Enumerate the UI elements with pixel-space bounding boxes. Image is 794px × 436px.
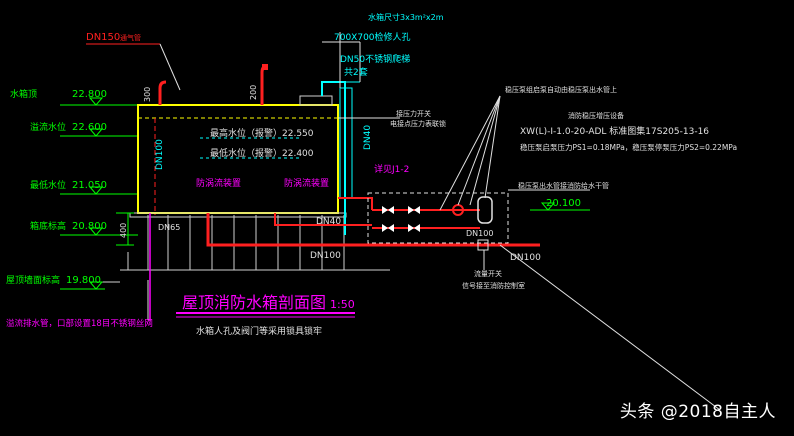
label-ladder: DN50不锈钢爬梯 [340,53,410,65]
label-min-level: 最低水位（报警）22.400 [210,147,314,159]
pump-group-box [367,192,509,244]
return-pipe [338,197,373,210]
label-lowest: 最低水位 [30,179,66,191]
label-anti-vortex-left: 防涡流装置 [196,177,241,189]
tank-body [137,104,339,214]
outlet-pipe-dn100 [206,213,540,247]
drawing-scale: 1:50 [330,298,355,311]
leader-lines [147,32,721,411]
pump-valves [382,206,420,232]
label-top-note: 水箱尺寸3x3m²x2m [368,12,444,22]
drawing-subtitle: 水箱人孔及阀门等采用锁具锁牢 [196,325,322,337]
label-base-elev: 20.800 [72,221,107,232]
label-anti-vortex-right: 防涡流装置 [284,177,329,189]
label-spec-model: XW(L)-I-1.0-20-ADL 标准图集17S205-13-16 [520,125,709,137]
label-tank-top: 水箱顶 [10,88,37,100]
label-overflow: 溢流水位 [30,121,66,133]
label-ref: 详见J1-2 [374,163,409,175]
label-pipe-dn100-right: DN100 [510,253,541,263]
label-note-top-right: 稳压泵组启泵自动由稳压泵出水管上 [505,85,617,94]
drawing-title: 屋顶消防水箱剖面图 [182,293,326,312]
label-dn40-vertical: DN40 [363,125,373,150]
flow-switch [477,239,489,251]
watermark: 头条 @2018自主人 [619,402,776,422]
label-lowest-elev: 21.050 [72,180,107,191]
vent-pipe-dn150 [158,80,167,105]
outlet-pipe-dn40 [274,213,372,226]
label-overflow-elev: 22.600 [72,122,107,133]
label-base: 箱底标高 [30,220,66,232]
label-note-overflow: 溢流排水管，口部设置18目不锈钢丝网 [6,318,153,329]
pressure-tank [477,196,493,224]
overflow-drain [148,213,151,321]
label-spec-title: 消防稳压增压设备 [568,111,624,120]
label-dim-200: 200 [249,85,258,100]
label-tank-top-elev: 22.800 [72,89,107,100]
label-ladder2: 共2套 [344,66,368,78]
label-note-connect: 稳压泵出水管接消防给水干管 [518,181,609,190]
label-dim-400: 400 [119,223,128,238]
label-dn150-suffix: 通气管 [120,33,141,42]
label-note-gauge: 接压力开关 [396,109,431,118]
label-max-level: 最高水位（报警）22.550 [210,127,314,139]
label-roof: 屋顶墙面标高 [6,274,60,286]
label-elev-right: 20.100 [546,198,581,209]
label-dn100-vertical: DN100 [155,139,165,170]
dn150-leader2 [159,43,181,91]
label-note-switch2: 信号接至消防控制室 [462,281,525,290]
manhole [299,95,333,106]
label-dn150: DN150 [86,32,120,43]
label-dim-300: 300 [143,87,152,102]
label-manhole: 700X700检修人孔 [334,31,411,43]
vent-cap [262,64,268,70]
elevation-right [530,202,590,211]
label-note-switch: 流量开关 [474,269,502,278]
label-roof-elev: 19.800 [66,275,101,286]
label-note-gauge2: 电接点压力表联锁 [390,119,446,128]
label-dn65: DN65 [158,223,180,232]
elevation-triangles [88,97,104,290]
elevation-lines [60,104,138,290]
vent-pipe-right [260,64,269,105]
label-pump-dn100: DN100 [466,229,493,238]
label-spec-pressure: 稳压泵启泵压力PS1=0.18MPa，稳压泵停泵压力PS2=0.22MPa [520,142,737,152]
dimension-lines [116,212,134,246]
label-pipe-dn40: DN40 [316,217,341,227]
label-pipe-dn100-left: DN100 [310,251,341,261]
